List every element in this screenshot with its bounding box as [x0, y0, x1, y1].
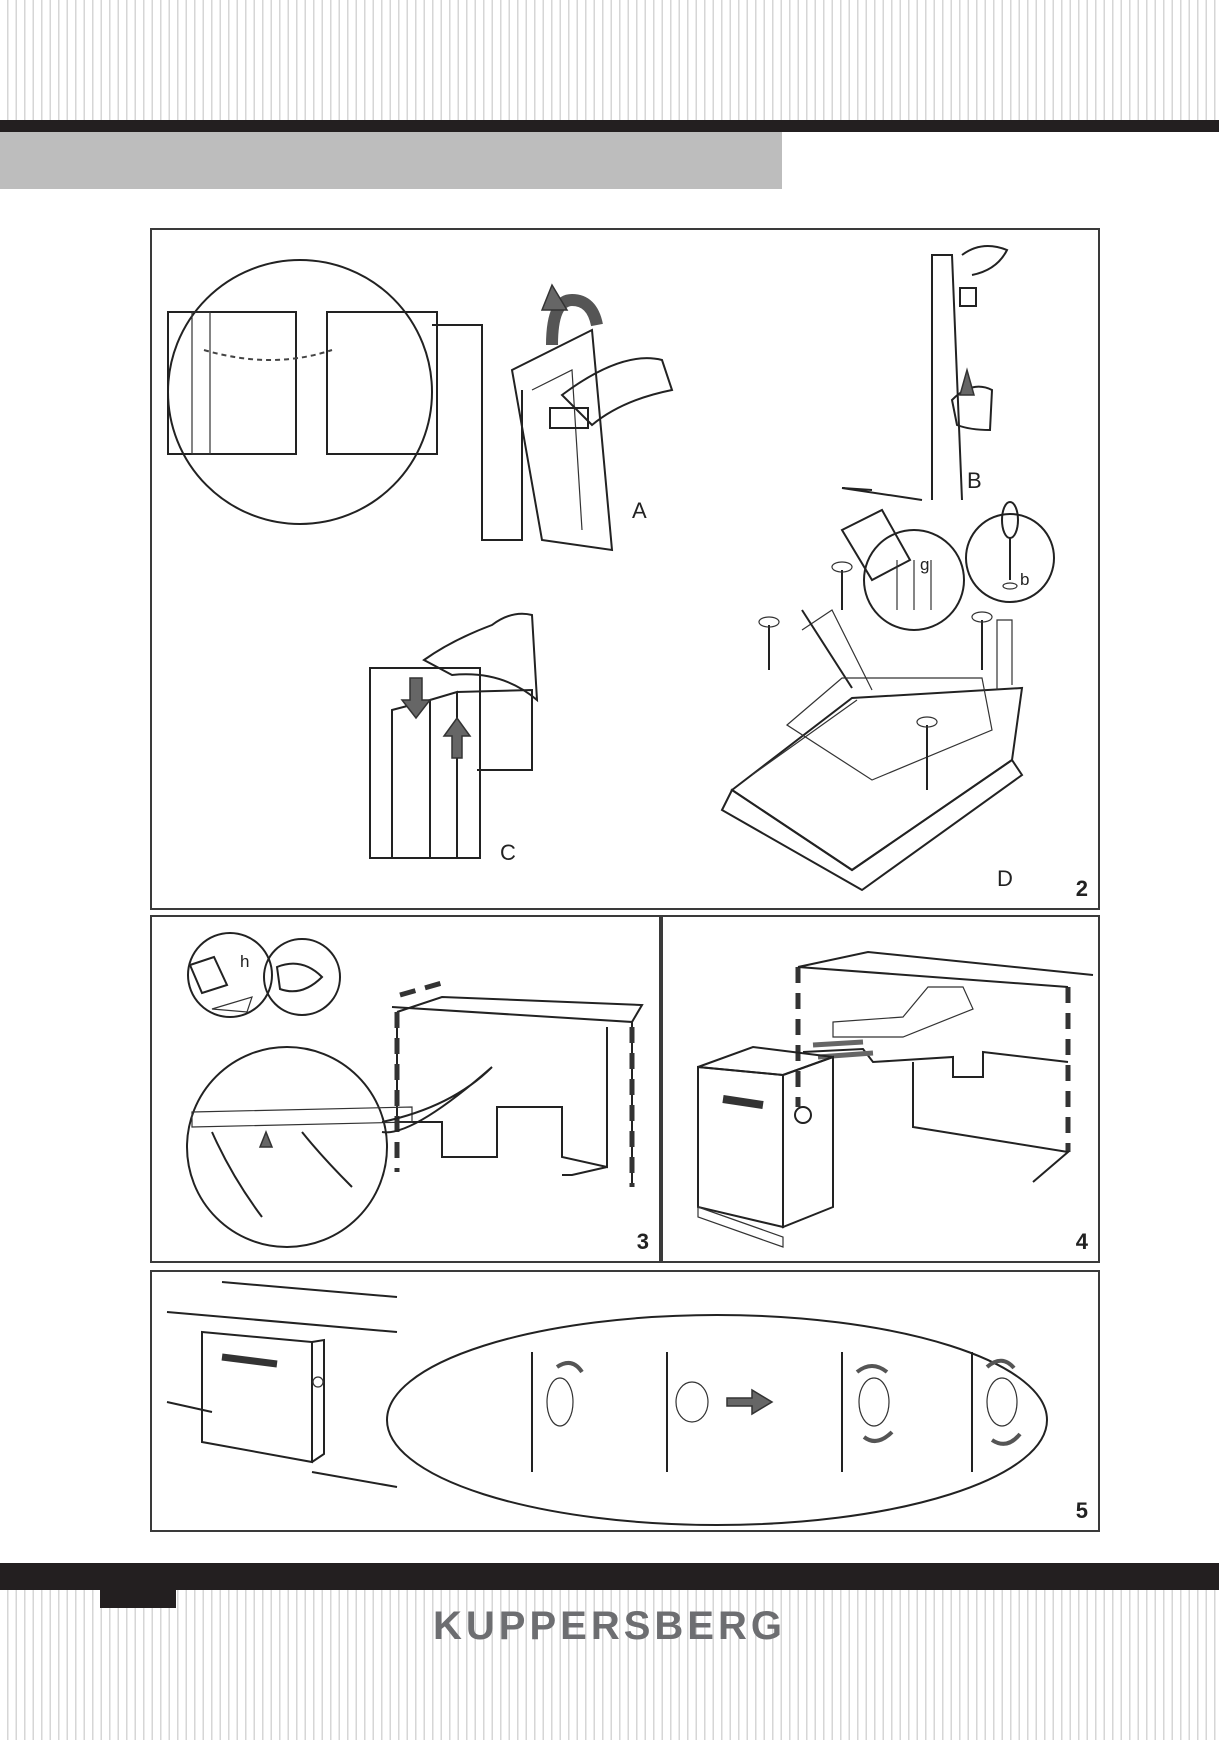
screw-icon [972, 612, 992, 670]
step-d-illustration [722, 502, 1054, 890]
adjuster-knob-icon [859, 1378, 889, 1426]
pull-arrow-icon [727, 1390, 772, 1414]
figure-3-panel: h 3 [150, 915, 661, 1263]
hand-icon [962, 246, 1007, 275]
header-rule [0, 120, 1219, 132]
step-b-illustration [842, 246, 1007, 500]
step-label-a: A [632, 498, 647, 524]
part-label-g: g [920, 555, 929, 575]
hand-icon [562, 358, 672, 425]
rotate-arrow-icon [557, 1363, 582, 1372]
part-label-h: h [240, 952, 249, 972]
figure-number-5: 5 [1076, 1498, 1088, 1524]
footer-rule [0, 1563, 1219, 1590]
figure-4-panel: 4 [661, 915, 1100, 1263]
adjuster-knob-icon [547, 1378, 573, 1426]
brand-logo: KUPPERSBERG [0, 1604, 1219, 1649]
adjuster-step-3 [842, 1352, 892, 1472]
rotate-arrow-icon [864, 1432, 892, 1441]
figure-number-2: 2 [1076, 876, 1088, 902]
part-label-b: b [1020, 570, 1029, 590]
rotate-arrow-icon [992, 1434, 1020, 1444]
figure-3-illustration [152, 917, 659, 1261]
step-label-c: C [500, 840, 516, 866]
step-a-illustration [168, 260, 672, 550]
rotate-arrow-icon [857, 1366, 887, 1372]
adjuster-knob-icon [987, 1378, 1017, 1426]
figure-number-4: 4 [1076, 1229, 1088, 1255]
figure-number-3: 3 [637, 1229, 649, 1255]
section-title-bar [0, 132, 782, 189]
figure-2-panel: A B C D g b 2 [150, 228, 1100, 910]
adjuster-step-1 [532, 1352, 582, 1472]
step-c-illustration [370, 614, 537, 858]
hand-icon [277, 964, 322, 992]
step-label-d: D [997, 866, 1013, 892]
push-arrow-icon [833, 987, 973, 1037]
figure-4-illustration [663, 917, 1098, 1261]
screw-icon [759, 617, 779, 670]
figure-5-panel: 5 [150, 1270, 1100, 1532]
screw-icon [917, 717, 937, 790]
screw-icon [832, 562, 852, 610]
adjuster-step-2 [667, 1352, 772, 1472]
hand-icon [302, 1132, 352, 1187]
step-label-b: B [967, 468, 982, 494]
adjuster-knob-icon [676, 1382, 708, 1422]
adjuster-step-4 [972, 1352, 1020, 1472]
top-stripe-band [0, 0, 1219, 120]
figure-5-illustration [152, 1272, 1098, 1530]
figure-2-illustration [152, 230, 1098, 908]
